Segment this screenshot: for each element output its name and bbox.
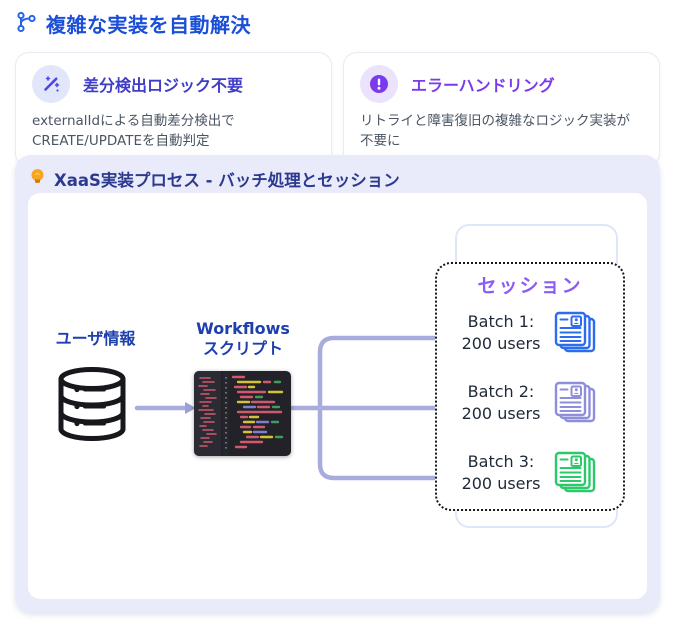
magic-wand-icon: [32, 65, 70, 103]
process-panel-header: XaaS実装プロセス - バッチ処理とセッション: [15, 155, 660, 193]
batch-row-2: Batch 2: 200 users: [435, 381, 625, 425]
diagram-canvas: セッション ユーザ情報: [28, 193, 647, 599]
feature-cards: 差分検出ロジック不要 externalIdによる自動差分検出でCREATE/UP…: [15, 52, 660, 167]
card-error-handling: エラーハンドリング リトライと障害復旧の複雑なロジック実装が不要に: [343, 52, 660, 167]
database-icon: [52, 365, 132, 447]
batch-doc-icon-2: [552, 381, 598, 425]
session-title: セッション: [477, 275, 583, 297]
alert-icon: [360, 65, 398, 103]
batch-row-3: Batch 3: 200 users: [435, 451, 625, 495]
card-description: リトライと障害復旧の複雑なロジック実装が不要に: [360, 113, 630, 150]
batch-row-1: Batch 1: 200 users: [435, 311, 625, 355]
batch-text: Batch 2: 200 users: [461, 382, 541, 423]
script-label: Workflows スクリプト: [196, 319, 290, 358]
card-title: エラーハンドリング: [411, 76, 555, 95]
batch-text: Batch 1: 200 users: [461, 312, 541, 353]
process-panel: XaaS実装プロセス - バッチ処理とセッション: [15, 155, 660, 612]
batch-text: Batch 3: 200 users: [461, 452, 541, 493]
card-diff-detection: 差分検出ロジック不要 externalIdによる自動差分検出でCREATE/UP…: [15, 52, 332, 167]
page-header: 複雑な実装を自動解決: [15, 9, 251, 38]
card-description: externalIdによる自動差分検出でCREATE/UPDATEを自動判定: [32, 113, 235, 150]
card-title: 差分検出ロジック不要: [83, 76, 244, 95]
code-screenshot: [194, 371, 291, 456]
flow-branch-icon: [15, 11, 37, 37]
source-label: ユーザ情報: [55, 329, 136, 348]
batch-doc-icon-1: [552, 311, 598, 355]
batch-doc-icon-3: [552, 451, 598, 495]
page-title: 複雑な実装を自動解決: [46, 13, 251, 37]
process-panel-title: XaaS実装プロセス - バッチ処理とセッション: [54, 171, 400, 190]
lightbulb-icon: [29, 168, 46, 190]
